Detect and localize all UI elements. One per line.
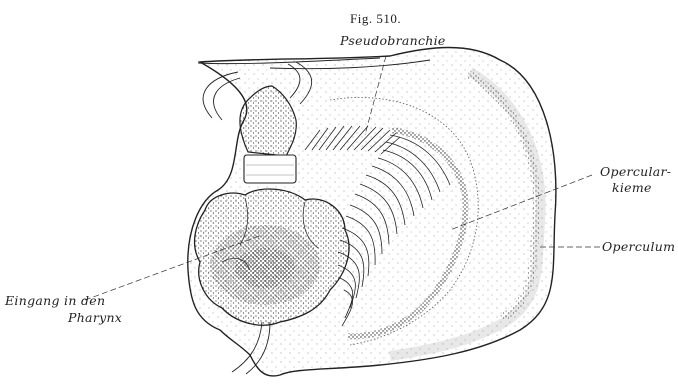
label-operculum: Operculum bbox=[602, 240, 675, 254]
figure-number: Fig. 510. bbox=[350, 11, 401, 27]
crest-tuft bbox=[240, 86, 296, 183]
label-eingang-line1: Eingang in den bbox=[5, 294, 105, 308]
label-opercularkieme-line2: kieme bbox=[612, 181, 652, 195]
label-pseudobranchie: Pseudobranchie bbox=[340, 34, 446, 48]
label-opercularkieme-line1: Opercular- bbox=[600, 165, 671, 179]
label-eingang-line2: Pharynx bbox=[68, 311, 122, 325]
